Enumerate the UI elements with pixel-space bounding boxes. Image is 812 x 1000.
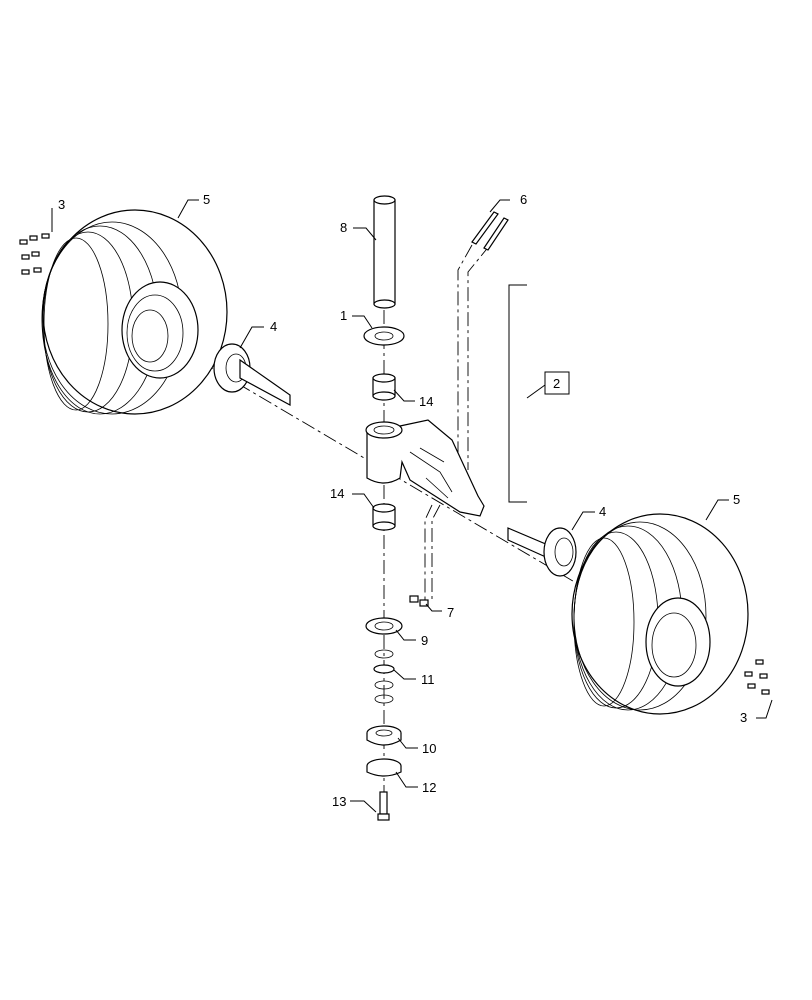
washer-1	[363, 326, 405, 346]
callout-3-right: 3	[740, 710, 747, 725]
callout-1: 1	[340, 308, 347, 323]
callout-2: 2	[553, 376, 560, 391]
callout-6: 6	[520, 192, 527, 207]
right-wheel-bolts	[744, 659, 770, 695]
callout-14-top: 14	[419, 394, 433, 409]
pivot-pin	[373, 195, 396, 309]
cap	[366, 758, 402, 777]
right-wheel	[571, 513, 749, 715]
callout-10: 10	[422, 741, 436, 756]
callout-4-right: 4	[599, 504, 606, 519]
left-wheel-bolts	[19, 233, 50, 275]
callout-labels: 1 2 3 3 4 4 5 5 6 7 8 9 10 11 12 13 14 1…	[58, 192, 747, 809]
cap-bolt	[377, 791, 390, 821]
callout-7: 7	[447, 605, 454, 620]
bushing-top	[372, 373, 396, 401]
washer-9	[365, 617, 403, 635]
callout-11: 11	[421, 672, 435, 687]
leader-lines	[51, 199, 773, 813]
shim-stack	[373, 649, 395, 704]
left-hub	[213, 343, 291, 407]
callout-3-left: 3	[58, 197, 65, 212]
callout-9: 9	[421, 633, 428, 648]
collar	[366, 725, 402, 746]
callout-8: 8	[340, 220, 347, 235]
callout-5-left: 5	[203, 192, 210, 207]
callout-box-2	[544, 371, 570, 395]
bushing-bottom	[372, 503, 396, 531]
left-wheel	[41, 209, 228, 415]
callout-14-bottom: 14	[330, 486, 344, 501]
right-hub	[507, 527, 577, 577]
caster-arm	[365, 419, 485, 517]
grease-fitting	[471, 211, 509, 251]
callout-13: 13	[332, 794, 346, 809]
callout-4-left: 4	[270, 319, 277, 334]
callout-12: 12	[422, 780, 436, 795]
callout-5-right: 5	[733, 492, 740, 507]
set-screws	[409, 595, 429, 607]
